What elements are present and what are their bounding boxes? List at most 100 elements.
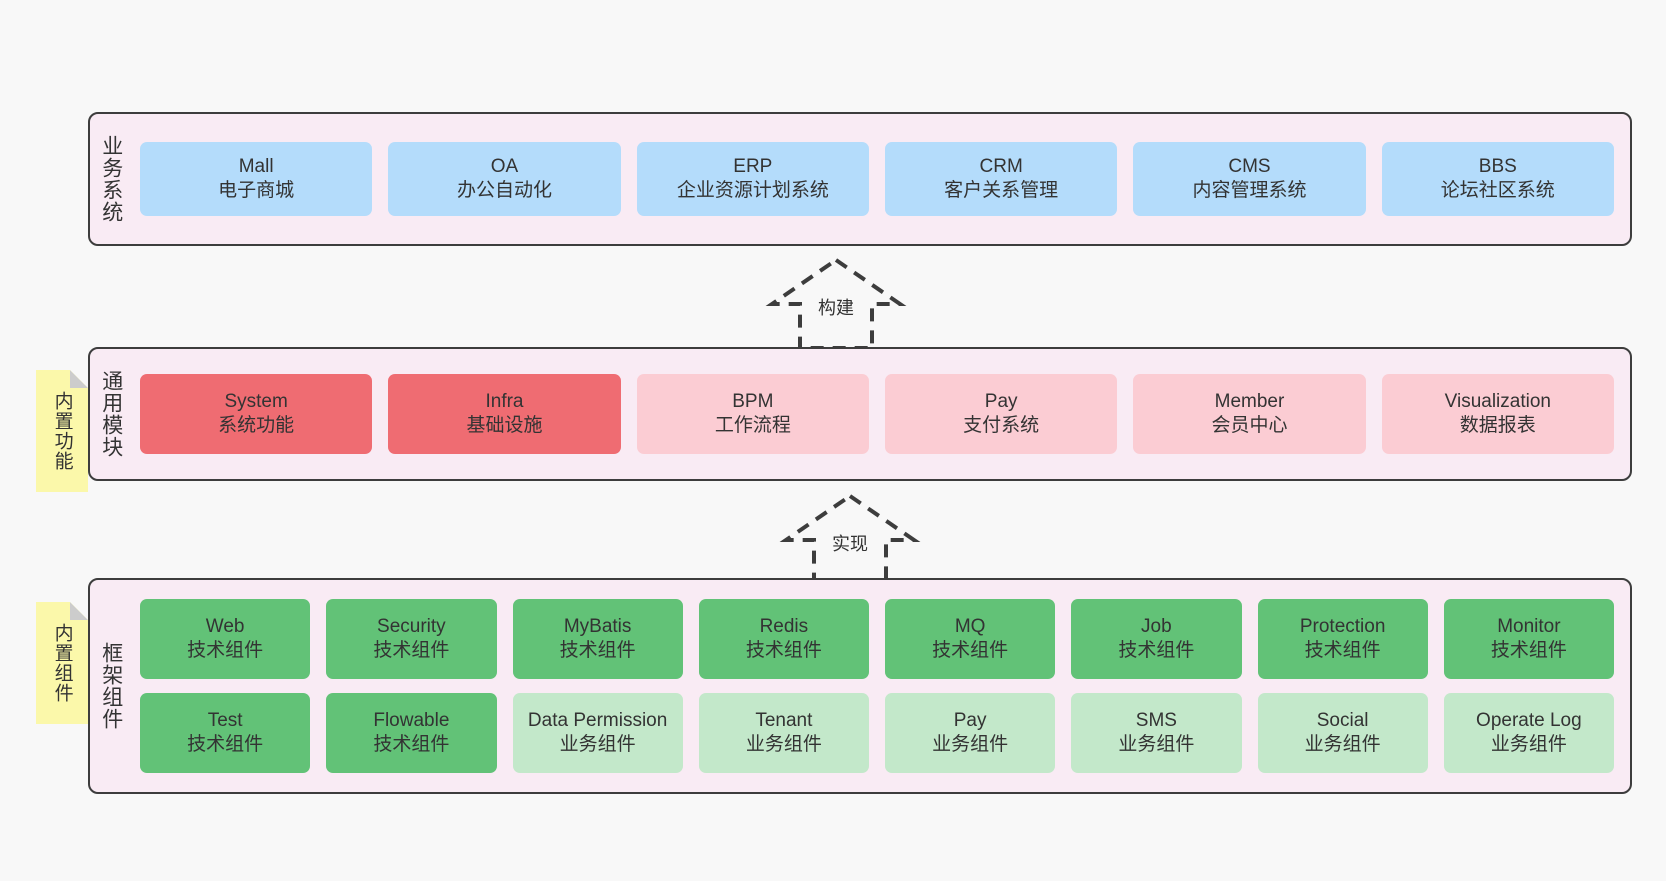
- connector-label-build: 构建: [818, 298, 854, 318]
- module-card-desc: 技术组件: [373, 640, 450, 661]
- module-card-pay[interactable]: Pay 支付系统: [884, 374, 1118, 454]
- module-card-name: Social: [1316, 709, 1369, 731]
- module-card-job[interactable]: Job 技术组件: [1071, 599, 1242, 679]
- module-card-name: Test: [207, 709, 243, 731]
- module-card-desc: 办公自动化: [456, 180, 552, 201]
- module-card-name: Protection: [1299, 615, 1386, 637]
- module-card-social[interactable]: Social 业务组件: [1257, 693, 1428, 773]
- module-card-bpm[interactable]: BPM 工作流程: [636, 374, 869, 454]
- connector-label-implement: 实现: [832, 534, 868, 554]
- module-card-desc: 技术组件: [1490, 640, 1567, 661]
- module-card-name: Tenant: [755, 709, 813, 731]
- module-card-name: Operate Log: [1476, 709, 1582, 731]
- card-row: System 系统功能 Infra 基础设施 BPM 工作流程 Pay 支付系统…: [140, 374, 1614, 454]
- layer-business-system: 业务系统 Mall 电子商城 OA 办公自动化 ERP 企业资源计划系统 CRM…: [88, 112, 1632, 246]
- sticky-note-label: 内置组件: [51, 623, 73, 703]
- module-card-name: Job: [1141, 615, 1172, 637]
- module-card-name: System: [224, 390, 288, 412]
- card-row: Test 技术组件 Flowable 技术组件 Data Permission …: [140, 693, 1614, 773]
- module-card-oa[interactable]: OA 办公自动化: [388, 142, 621, 216]
- module-card-name: BPM: [732, 390, 774, 412]
- module-card-web[interactable]: Web 技术组件: [140, 599, 311, 679]
- module-card-name: BBS: [1478, 155, 1517, 177]
- module-card-member[interactable]: Member 会员中心: [1133, 374, 1366, 454]
- module-card-name: Member: [1214, 390, 1285, 412]
- layer-label-common-module: 通用模块: [99, 370, 123, 458]
- module-card-desc: 数据报表: [1459, 415, 1536, 436]
- module-card-name: Pay: [984, 390, 1018, 412]
- module-card-erp[interactable]: ERP 企业资源计划系统: [636, 142, 869, 216]
- module-card-desc: 业务组件: [1304, 734, 1381, 755]
- module-card-operate-log[interactable]: Operate Log 业务组件: [1443, 693, 1614, 773]
- module-card-test[interactable]: Test 技术组件: [140, 693, 311, 773]
- module-card-name: Web: [205, 615, 245, 637]
- module-card-crm[interactable]: CRM 客户关系管理: [884, 142, 1118, 216]
- module-card-tenant[interactable]: Tenant 业务组件: [698, 693, 869, 773]
- module-card-desc: 论坛社区系统: [1440, 180, 1555, 201]
- module-card-visualization[interactable]: Visualization 数据报表: [1381, 374, 1614, 454]
- module-card-desc: 技术组件: [745, 640, 822, 661]
- module-card-desc: 技术组件: [373, 734, 450, 755]
- module-card-name: CRM: [979, 155, 1023, 177]
- module-card-pay-business[interactable]: Pay 业务组件: [885, 693, 1056, 773]
- module-card-protection[interactable]: Protection 技术组件: [1257, 599, 1428, 679]
- module-card-desc: 业务组件: [559, 734, 636, 755]
- module-card-desc: 技术组件: [187, 640, 264, 661]
- module-card-name: OA: [490, 155, 519, 177]
- module-card-security[interactable]: Security 技术组件: [326, 599, 497, 679]
- module-card-name: Visualization: [1444, 390, 1551, 412]
- module-card-desc: 技术组件: [559, 640, 636, 661]
- module-card-redis[interactable]: Redis 技术组件: [698, 599, 869, 679]
- connector-build: 构建: [761, 257, 911, 350]
- module-card-desc: 业务组件: [932, 734, 1009, 755]
- module-card-name: Redis: [759, 615, 809, 637]
- sticky-note-builtin-component: 内置组件: [36, 602, 88, 724]
- module-card-sms[interactable]: SMS 业务组件: [1071, 693, 1242, 773]
- module-card-data-permission[interactable]: Data Permission 业务组件: [512, 693, 683, 773]
- module-card-name: Data Permission: [527, 709, 668, 731]
- module-card-name: Mall: [238, 155, 274, 177]
- layer-common-module: 通用模块 System 系统功能 Infra 基础设施 BPM 工作流程 Pay…: [88, 347, 1632, 481]
- module-card-name: Flowable: [373, 709, 450, 731]
- module-card-name: CMS: [1228, 155, 1271, 177]
- module-card-name: SMS: [1135, 709, 1177, 731]
- module-card-desc: 技术组件: [1304, 640, 1381, 661]
- module-card-mybatis[interactable]: MyBatis 技术组件: [512, 599, 683, 679]
- card-row: Mall 电子商城 OA 办公自动化 ERP 企业资源计划系统 CRM 客户关系…: [140, 142, 1614, 216]
- module-card-name: Monitor: [1497, 615, 1561, 637]
- module-card-desc: 基础设施: [466, 415, 543, 436]
- module-card-name: Pay: [953, 709, 987, 731]
- module-card-system[interactable]: System 系统功能: [140, 374, 373, 454]
- module-card-desc: 会员中心: [1211, 415, 1288, 436]
- module-card-mall[interactable]: Mall 电子商城: [140, 142, 373, 216]
- layer-label-business-system: 业务系统: [99, 135, 123, 223]
- module-card-desc: 业务组件: [1490, 734, 1567, 755]
- module-card-desc: 支付系统: [963, 415, 1040, 436]
- module-card-name: Security: [377, 615, 446, 637]
- module-card-desc: 业务组件: [1118, 734, 1195, 755]
- module-card-desc: 工作流程: [714, 415, 791, 436]
- module-card-desc: 业务组件: [745, 734, 822, 755]
- module-card-mq[interactable]: MQ 技术组件: [885, 599, 1056, 679]
- layer-body-business-system: Mall 电子商城 OA 办公自动化 ERP 企业资源计划系统 CRM 客户关系…: [132, 114, 1630, 244]
- module-card-name: MQ: [954, 615, 986, 637]
- card-row: Web 技术组件 Security 技术组件 MyBatis 技术组件 Redi…: [140, 599, 1614, 679]
- module-card-desc: 电子商城: [218, 180, 295, 201]
- module-card-cms[interactable]: CMS 内容管理系统: [1133, 142, 1366, 216]
- module-card-monitor[interactable]: Monitor 技术组件: [1443, 599, 1614, 679]
- module-card-infra[interactable]: Infra 基础设施: [388, 374, 621, 454]
- module-card-desc: 客户关系管理: [944, 180, 1059, 201]
- module-card-desc: 技术组件: [932, 640, 1009, 661]
- connector-implement: 实现: [775, 493, 925, 586]
- sticky-note-label: 内置功能: [51, 391, 73, 471]
- module-card-desc: 系统功能: [218, 415, 295, 436]
- module-card-desc: 技术组件: [1118, 640, 1195, 661]
- module-card-name: Infra: [485, 390, 524, 412]
- layer-body-common-module: System 系统功能 Infra 基础设施 BPM 工作流程 Pay 支付系统…: [132, 349, 1630, 479]
- module-card-name: ERP: [733, 155, 773, 177]
- module-card-flowable[interactable]: Flowable 技术组件: [326, 693, 497, 773]
- layer-body-framework-component: Web 技术组件 Security 技术组件 MyBatis 技术组件 Redi…: [132, 580, 1630, 792]
- module-card-bbs[interactable]: BBS 论坛社区系统: [1381, 142, 1614, 216]
- layer-label-framework-component: 框架组件: [99, 642, 123, 730]
